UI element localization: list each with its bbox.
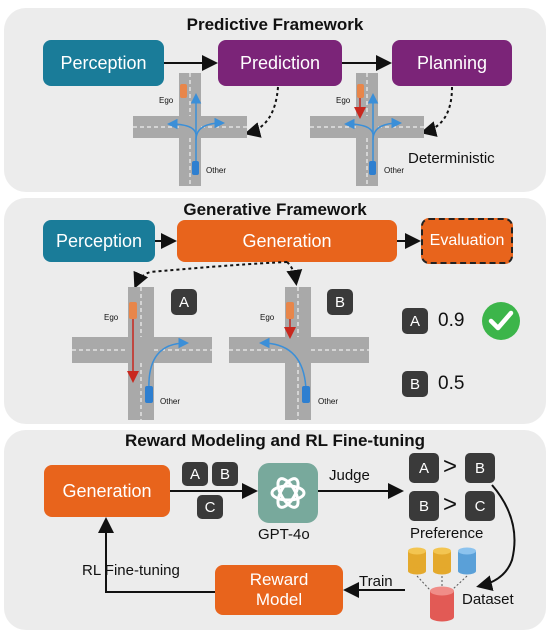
ego-label-g2: Ego bbox=[260, 313, 275, 322]
pref-badge-a: A bbox=[409, 453, 439, 483]
score-b-badge: B bbox=[402, 371, 428, 397]
intersection-p2 bbox=[310, 73, 424, 186]
score-a-badge: A bbox=[402, 308, 428, 334]
judge-label: Judge bbox=[329, 467, 370, 484]
other-car-icon bbox=[369, 161, 376, 175]
reward-title: Reward Modeling and RL Fine-tuning bbox=[124, 431, 425, 450]
generation-box: Generation bbox=[177, 220, 397, 262]
database-icon bbox=[408, 547, 476, 622]
pref-gt-1: > bbox=[443, 453, 458, 480]
prediction-box: Prediction bbox=[218, 40, 342, 86]
gen-badge-c: C bbox=[197, 495, 223, 519]
intersection-p1 bbox=[133, 73, 247, 186]
other-car-icon bbox=[145, 386, 153, 403]
ego-label-g1: Ego bbox=[104, 313, 119, 322]
gen-badge-b: B bbox=[212, 462, 238, 486]
other-car-icon bbox=[192, 161, 199, 175]
checkmark-icon bbox=[482, 302, 520, 340]
score-a-value: 0.9 bbox=[438, 310, 465, 331]
pref-badge-b: B bbox=[465, 453, 495, 483]
ego-car-icon bbox=[129, 302, 137, 319]
reward-generation-box: Generation bbox=[44, 465, 170, 517]
deterministic-label: Deterministic bbox=[408, 150, 495, 167]
preference-label: Preference bbox=[410, 525, 484, 542]
generative-perception-box: Perception bbox=[43, 220, 155, 262]
ego-label-p1: Ego bbox=[159, 96, 174, 105]
evaluation-box: Evaluation bbox=[421, 218, 513, 264]
intersection-g1 bbox=[72, 287, 212, 420]
ego-label-p2: Ego bbox=[336, 96, 351, 105]
ego-car-icon bbox=[357, 84, 364, 98]
other-label-p1: Other bbox=[206, 166, 227, 175]
gen-badge-a: A bbox=[182, 462, 208, 486]
planning-box: Planning bbox=[392, 40, 512, 86]
pref-badge-b2: B bbox=[409, 491, 439, 521]
gpt-label: GPT-4o bbox=[258, 526, 310, 543]
openai-logo-icon bbox=[258, 463, 318, 523]
predictive-panel: Predictive Framework bbox=[4, 8, 546, 192]
pref-badge-c: C bbox=[465, 491, 495, 521]
generative-title: Generative Framework bbox=[183, 200, 367, 219]
ego-car-icon bbox=[286, 302, 294, 319]
scenario-a-badge: A bbox=[171, 289, 197, 315]
pref-gt-2: > bbox=[443, 491, 458, 518]
score-b-value: 0.5 bbox=[438, 373, 465, 394]
predictive-title: Predictive Framework bbox=[186, 15, 364, 34]
ego-car-icon bbox=[180, 84, 187, 98]
dataset-label: Dataset bbox=[462, 591, 514, 608]
scenario-b-badge: B bbox=[327, 289, 353, 315]
other-label-p2: Other bbox=[384, 166, 405, 175]
predictive-perception-box: Perception bbox=[43, 40, 164, 86]
intersection-g2 bbox=[229, 287, 369, 420]
train-label: Train bbox=[359, 573, 393, 590]
reward-model-box: Reward Model bbox=[215, 565, 343, 615]
other-car-icon bbox=[302, 386, 310, 403]
other-label-g2: Other bbox=[318, 397, 339, 406]
other-label-g1: Other bbox=[160, 397, 181, 406]
